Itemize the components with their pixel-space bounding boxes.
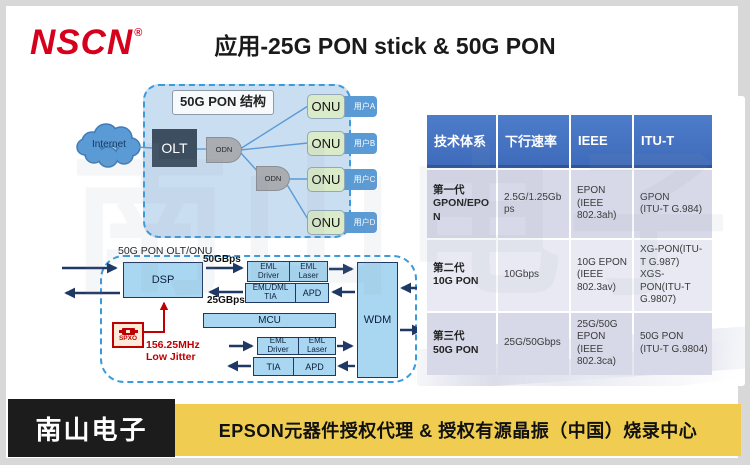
cell-gen2-rate: 10Gbps [498, 240, 569, 311]
internet-label: Internet [92, 139, 126, 150]
col-header-rate: 下行速率 [498, 115, 569, 168]
cell-gen1-name: 第一代 GPON/EPON [427, 170, 496, 238]
table-row-gen1: 第一代 GPON/EPON 2.5G/1.25Gbps EPON (IEEE 8… [427, 170, 712, 238]
registered-trademark-icon: ® [134, 27, 144, 39]
cell-gen3-ieee: 25G/50G EPON (IEEE 802.3ca) [571, 312, 632, 375]
table-header-row: 技术体系 下行速率 IEEE ITU-T [427, 115, 712, 168]
cell-gen2-itut: XG-PON(ITU-T G.987) XGS-PON(ITU-T G.9807… [634, 240, 712, 311]
cell-gen3-name: 第三代 50G PON [427, 312, 496, 375]
apd-block-1: APD [295, 283, 329, 303]
cell-gen1-itut: GPON (ITU-T G.984) [634, 170, 712, 238]
clock-frequency: 156.25MHz [146, 339, 200, 351]
mcu-block: MCU [203, 313, 336, 328]
col-header-tech: 技术体系 [427, 115, 496, 168]
cell-gen3-rate: 25G/50Gbps [498, 312, 569, 375]
cell-gen3-itut: 50G PON (ITU-T G.9804) [634, 312, 712, 375]
eml-laser-block-1: EML Laser [289, 261, 328, 282]
crystal-oscillator-icon [118, 327, 138, 335]
rx-rate-label: 25GBps [207, 295, 245, 306]
eml-driver-block-1: EML Driver [247, 261, 290, 282]
cell-gen2-name: 第二代 10G PON [427, 240, 496, 311]
onu-node-c: ONU [307, 167, 345, 192]
tia-block: TIA [253, 357, 294, 376]
spxo-label: SPXO [118, 334, 138, 342]
wdm-block: WDM [357, 262, 398, 378]
dsp-block: DSP [123, 262, 203, 298]
tx-rate-label: 50GBps [203, 254, 241, 265]
cell-gen1-rate: 2.5G/1.25Gbps [498, 170, 569, 238]
clock-spec-label: 156.25MHz Low Jitter [146, 339, 226, 363]
olt-diagram-panel [100, 255, 417, 383]
user-a-badge: 用户A [340, 96, 377, 117]
footer-tagline: EPSON元器件授权代理 & 授权有源晶振（中国）烧录中心 [218, 421, 698, 441]
col-header-ieee: IEEE [571, 115, 632, 168]
odn-splitter-2: ODN [256, 166, 290, 191]
table-row-gen2: 第二代 10G PON 10Gbps 10G EPON (IEEE 802.3a… [427, 240, 712, 311]
col-header-itut: ITU-T [634, 115, 712, 168]
user-d-badge: 用户D [340, 212, 377, 233]
table-row-gen3: 第三代 50G PON 25G/50Gbps 25G/50G EPON (IEE… [427, 312, 712, 375]
eml-dml-tia-block: EML/DML TIA [245, 283, 296, 303]
odn-splitter-1: ODN [206, 137, 242, 163]
brand-name: 南山电子 [35, 414, 148, 445]
cell-gen2-ieee: 10G EPON (IEEE 802.3av) [571, 240, 632, 311]
nscn-logo: NSCN® [30, 13, 143, 63]
olt-node: OLT [152, 129, 197, 167]
eml-driver-block-2: EML Driver [257, 336, 299, 355]
clock-jitter-note: Low Jitter [146, 351, 196, 363]
spxo-module: SPXO [112, 322, 144, 348]
footer-tagline-bar: EPSON元器件授权代理 & 授权有源晶振（中国）烧录中心 [175, 404, 741, 456]
onu-node-b: ONU [307, 131, 345, 156]
onu-node-a: ONU [307, 94, 345, 119]
olt-diagram-caption: 50G PON OLT/ONU [118, 245, 213, 257]
pon-generation-table: 技术体系 下行速率 IEEE ITU-T 第一代 GPON/EPON 2.5G/… [425, 113, 714, 377]
page-title: 应用-25G PON stick & 50G PON [214, 33, 556, 59]
onu-node-d: ONU [307, 210, 345, 235]
user-b-badge: 用户B [340, 133, 377, 154]
apd-block-2: APD [293, 357, 336, 376]
eml-laser-block-2: EML Laser [298, 336, 336, 355]
logo-text: NSCN [30, 23, 134, 62]
brand-badge: 南山电子 [8, 399, 175, 457]
cell-gen1-ieee: EPON (IEEE 802.3ah) [571, 170, 632, 238]
pon-structure-caption: 50G PON 结构 [172, 90, 274, 115]
user-c-badge: 用户C [340, 169, 377, 190]
